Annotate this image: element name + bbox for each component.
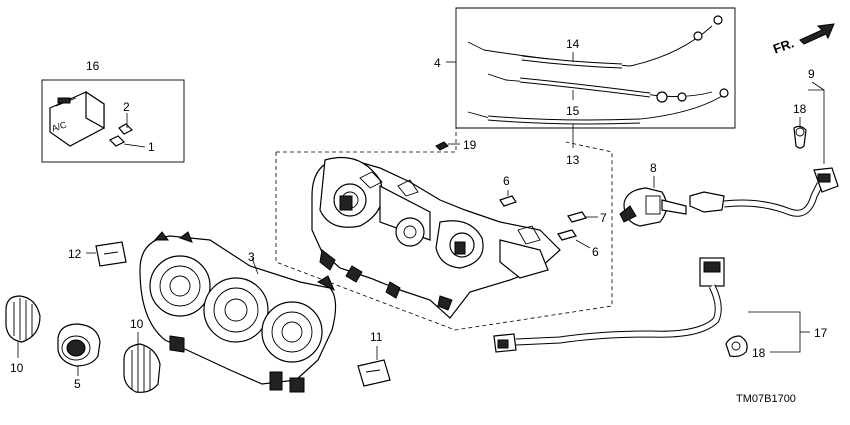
front-direction-arrow: FR. xyxy=(771,23,835,57)
callout-19: 19 xyxy=(463,138,477,152)
cable-group xyxy=(446,7,736,148)
callout-9: 9 xyxy=(808,67,815,81)
callout-11: 11 xyxy=(370,330,383,344)
control-mechanism xyxy=(311,156,561,319)
callout-18b: 18 xyxy=(752,346,766,360)
cable-15 xyxy=(487,73,713,97)
callout-13: 13 xyxy=(566,153,580,167)
knob-5 xyxy=(57,323,101,376)
assembly-outline xyxy=(275,128,613,331)
callout-5: 5 xyxy=(74,377,81,391)
control-panel-3 xyxy=(139,231,337,393)
callout-4: 4 xyxy=(434,56,441,70)
diagram-code: TM07B1700 xyxy=(736,393,796,405)
ac-switch-box xyxy=(41,79,185,163)
harness-17 xyxy=(493,257,810,358)
callout-7: 7 xyxy=(600,211,607,225)
callout-6a: 6 xyxy=(503,174,510,188)
callout-1: 1 xyxy=(148,140,155,154)
ac-switch-group: A/C xyxy=(41,79,185,163)
bulbs-6-7 xyxy=(499,190,598,249)
callout-17: 17 xyxy=(814,326,828,340)
harness-9 xyxy=(689,81,839,217)
bulb-2 xyxy=(118,123,134,135)
callout-18a: 18 xyxy=(793,102,807,116)
callout-8: 8 xyxy=(650,161,657,175)
callout-15: 15 xyxy=(566,104,580,118)
direction-label: FR. xyxy=(771,35,796,56)
part-11 xyxy=(357,346,391,387)
actuator-8 xyxy=(619,176,687,227)
callout-10a: 10 xyxy=(10,361,24,375)
callout-16: 16 xyxy=(86,59,100,73)
callout-14: 14 xyxy=(566,37,580,51)
ac-label: A/C xyxy=(50,119,68,133)
bulb-1 xyxy=(108,135,126,147)
callout-3: 3 xyxy=(248,250,255,264)
callout-6b: 6 xyxy=(592,245,599,259)
cable-14 xyxy=(467,25,713,67)
knob-10-left xyxy=(5,295,41,358)
knob-10-right xyxy=(123,332,161,393)
part-12 xyxy=(86,241,127,267)
callout-labels: 1 2 3 4 5 6 6 7 8 9 10 10 11 12 13 14 15… xyxy=(10,37,828,391)
callout-10b: 10 xyxy=(130,317,144,331)
screw-19 xyxy=(435,141,460,151)
callout-12: 12 xyxy=(68,247,82,261)
callout-2: 2 xyxy=(123,100,130,114)
cable-box xyxy=(455,7,736,129)
